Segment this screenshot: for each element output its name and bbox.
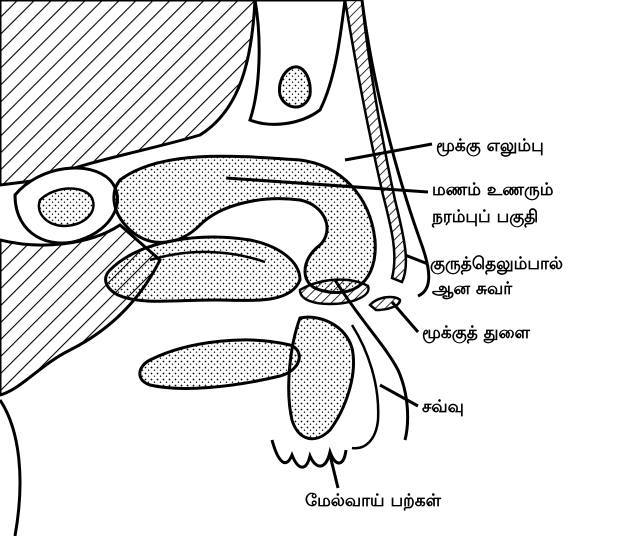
maxillary-sinus-inner <box>39 188 94 226</box>
label-septum-line2: ஆன சுவர் <box>432 278 512 300</box>
label-olfactory-region-line2: நரம்புப் பகுதி <box>432 206 538 228</box>
lower-palate <box>140 340 299 388</box>
face-edge <box>0 400 20 536</box>
label-upper-teeth: மேல்வாய் பற்கள் <box>305 490 441 512</box>
label-skin: சவ்வு <box>422 396 464 418</box>
leader-nasal-bone <box>345 144 432 160</box>
leader-nostril <box>392 302 418 332</box>
leader-skin <box>380 385 418 406</box>
label-septum-line1: குருத்தெலும்பால் <box>430 253 563 275</box>
frontal-sinus <box>279 67 310 107</box>
label-nostril: மூக்குத் துளை <box>422 322 530 344</box>
label-nasal-bone: மூக்கு எலும்பு <box>436 135 544 157</box>
maxilla-front <box>289 317 354 439</box>
lip-tissue <box>352 325 378 448</box>
teeth <box>272 440 346 467</box>
label-olfactory-region-line1: மணம் உணரும் <box>432 179 553 201</box>
